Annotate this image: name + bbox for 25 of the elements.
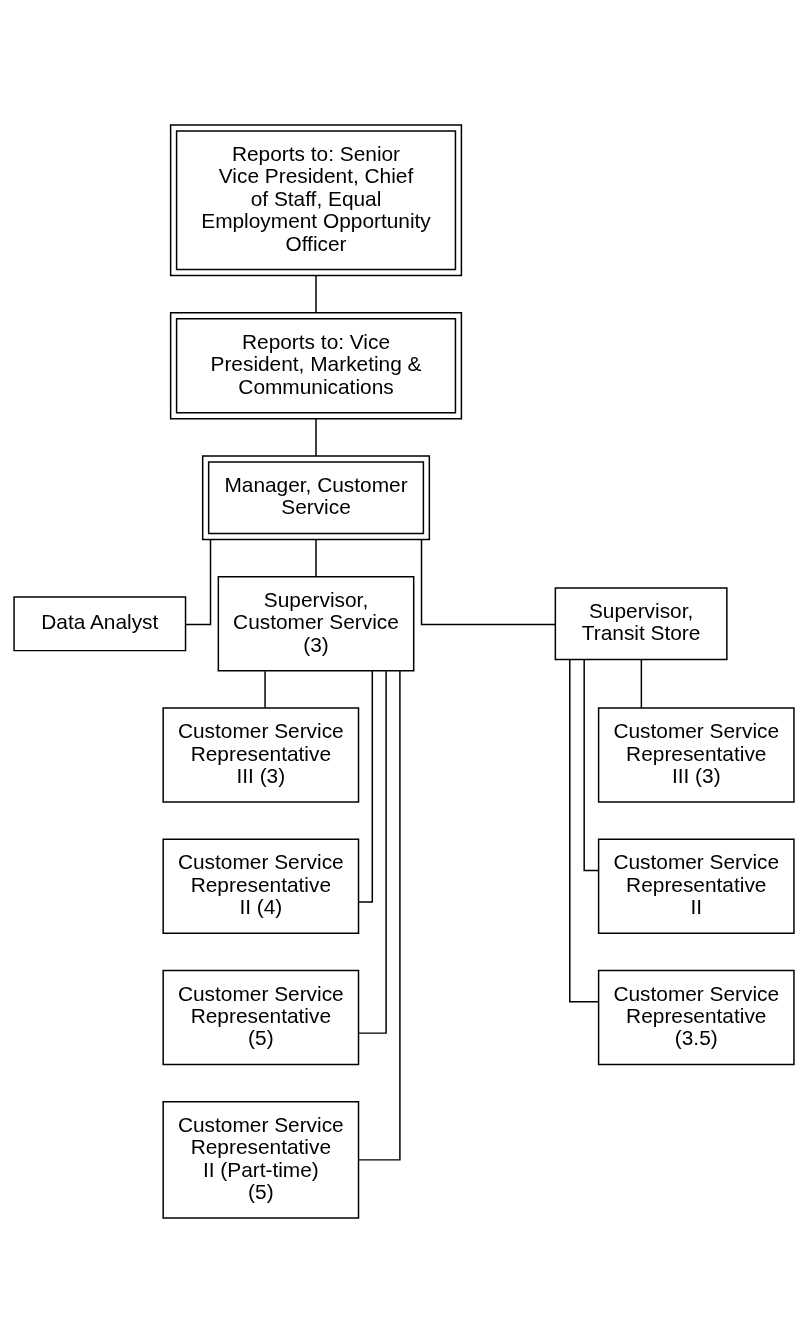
connector [264,670,266,709]
connector [640,658,643,709]
node-box: Supervisor, Transit Store [554,587,728,661]
connector [569,659,600,1003]
node-box: Customer Service Representative (5) [162,969,360,1066]
connector [315,418,317,457]
connector [185,539,212,626]
node-box: Reports to: Vice President, Marketing & Communications [169,312,463,420]
node-box: Supervisor, Customer Service (3) [217,576,415,672]
node-box: Data Analyst [13,596,187,652]
node-box: Customer Service Representative II (4) [162,838,360,934]
node-box: Manager, Customer Service [201,455,431,541]
node-box: Customer Service Representative (3.5) [597,969,795,1066]
connector [420,539,556,626]
node-box: Customer Service Representative II [597,838,795,934]
node-box: Customer Service Representative II (Part-time) (5) [162,1100,360,1219]
connector [357,670,374,903]
connector [315,539,317,578]
connector [315,275,317,314]
node-box: Reports to: Senior Vice President, Chief of Staff, Equal Employment Opportunity Officer [169,124,463,277]
connector [357,670,401,1161]
node-box: Customer Service Representative III (3) [597,707,795,803]
connector [583,658,600,872]
connector [358,670,387,1034]
node-box: Customer Service Representative III (3) [162,707,360,803]
